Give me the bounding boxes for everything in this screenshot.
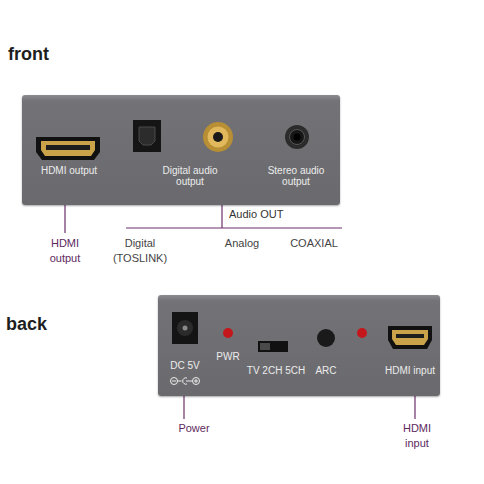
port-label: Stereo audio output [254, 165, 338, 187]
callout-label: HDMI input [392, 421, 442, 451]
port-label: HDMI output [34, 165, 104, 176]
callout-label: Power [164, 421, 224, 436]
led-label: PWR [210, 351, 246, 362]
port-label: HDMI input [375, 365, 445, 376]
front-panel: HDMI output Digital audio output Stereo au… [22, 95, 340, 205]
callout-label: Analog [212, 236, 272, 251]
callout-label: HDMI output [40, 236, 90, 266]
callout-label: COAXIAL [282, 236, 346, 251]
bracket-line [126, 227, 342, 228]
port-label: Digital audio output [148, 165, 232, 187]
switch-label: TV 2CH 5CH [231, 365, 321, 376]
section-heading: back [6, 312, 86, 336]
group-label: Audio OUT [229, 207, 309, 222]
callout-label: Digital (TOSLINK) [108, 236, 172, 266]
section-heading: front [8, 42, 88, 66]
button-label: ARC [308, 365, 344, 376]
back-panel: DC 5VPWRTV 2CH 5CHARCHDMI input [158, 295, 440, 396]
leader-line [183, 396, 184, 419]
port-label: DC 5V [161, 360, 209, 371]
leader-line [414, 396, 415, 419]
